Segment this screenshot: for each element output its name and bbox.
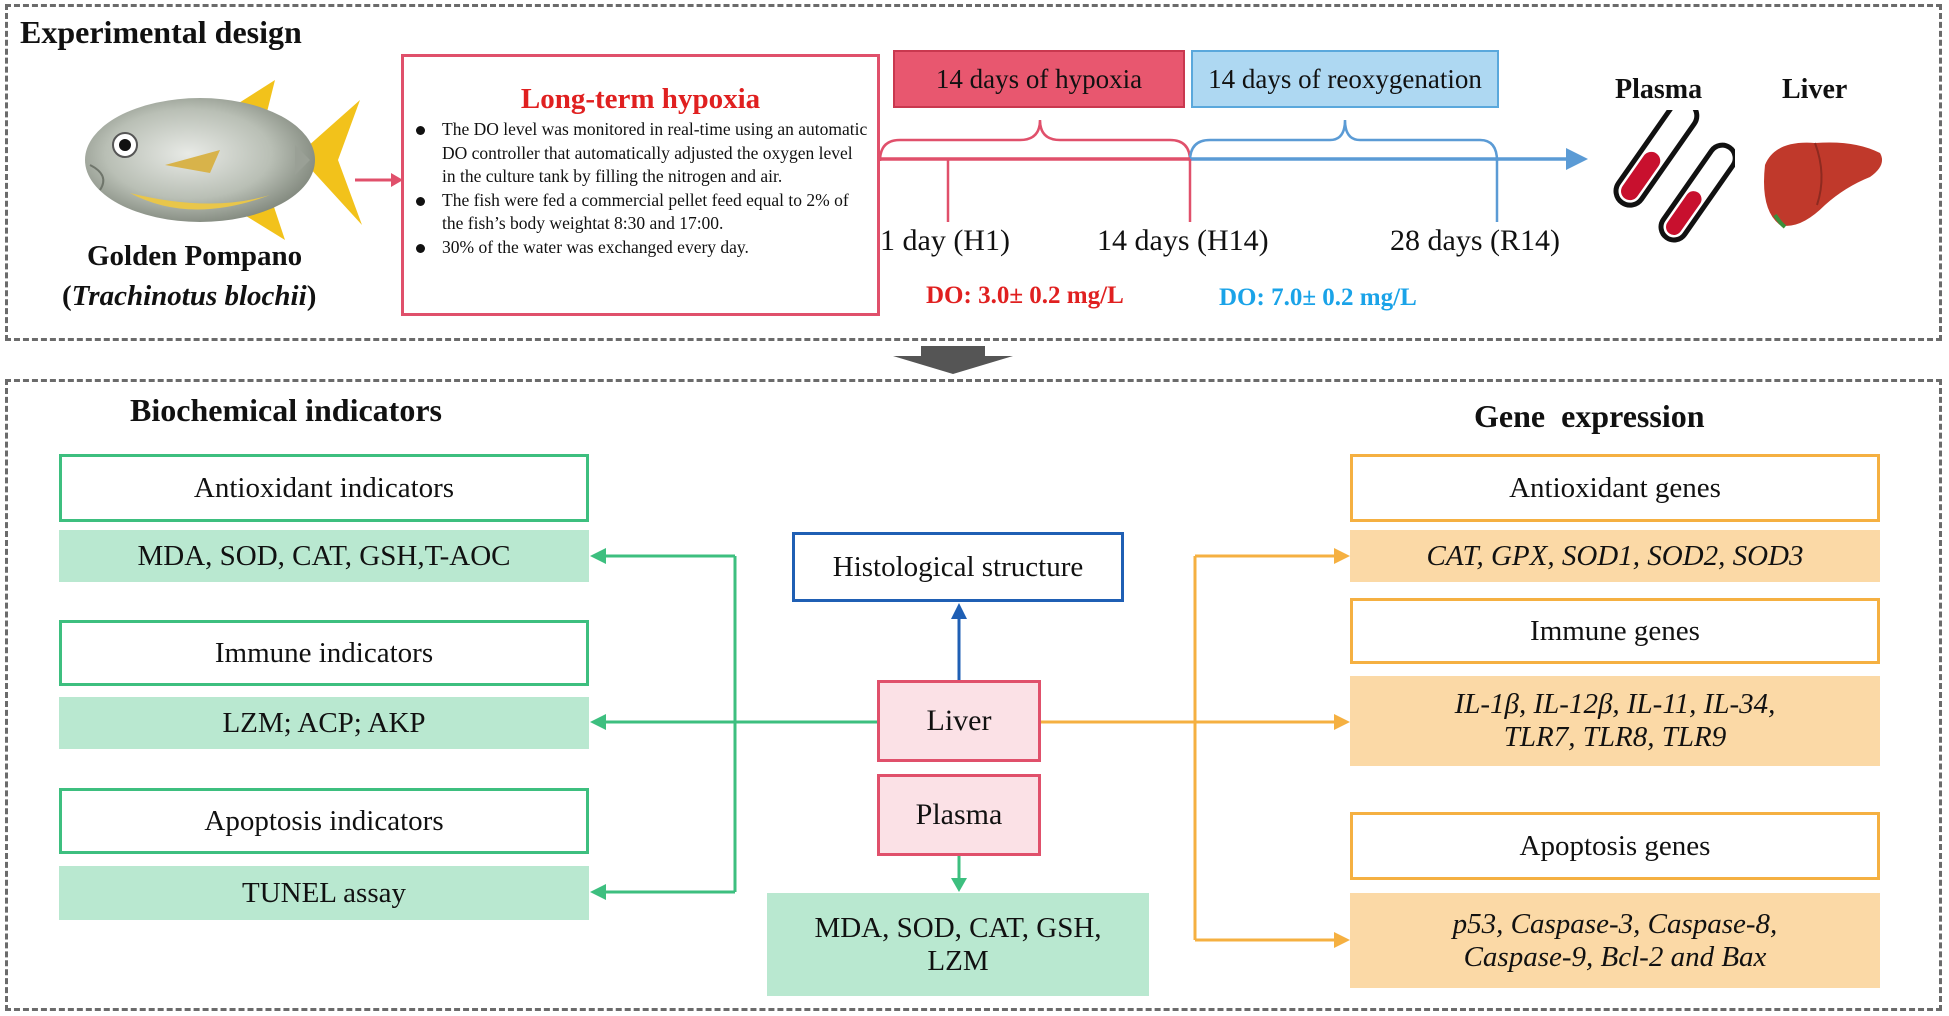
- arrow-to-immune-indicators: [590, 714, 606, 730]
- analysis-panel: [5, 379, 1942, 1011]
- reoxygenation-brace: [1188, 119, 1499, 162]
- arrow-to-apoptosis-genes: [1334, 932, 1350, 948]
- arrow-to-antioxidant-indicators: [590, 548, 606, 564]
- golden-pompano-fish-image: [85, 80, 362, 240]
- liver-icon: [1764, 142, 1883, 229]
- sample-plasma-label: Plasma: [1615, 74, 1703, 105]
- immune-genes-header: Immune genes: [1350, 598, 1880, 664]
- hypoxia-bullet-list: The DO level was monitored in real-time …: [404, 118, 877, 259]
- experimental-design-title: Experimental design: [20, 14, 302, 50]
- immune-indicators-header: Immune indicators: [59, 620, 589, 686]
- plasma-sample-box: Plasma: [877, 774, 1041, 856]
- biochemical-indicators-title: Biochemical indicators: [130, 392, 442, 428]
- hypoxia-bullet-1: The DO level was monitored in real-time …: [416, 118, 869, 189]
- panel-transition-arrow: [893, 346, 1013, 374]
- phase-hypoxia-box: 14 days of hypoxia: [893, 50, 1185, 108]
- test-tubes-icon: [1613, 110, 1735, 243]
- phase-hypoxia-label: 14 days of hypoxia: [935, 63, 1143, 94]
- hypoxia-brace: [878, 119, 1192, 162]
- plasma-indicators-items: MDA, SOD, CAT, GSH, LZM: [767, 893, 1149, 996]
- antioxidant-indicators-items: MDA, SOD, CAT, GSH,T-AOC: [59, 530, 589, 582]
- sample-liver-label: Liver: [1782, 74, 1848, 105]
- timepoint-h1: 1 day (H1): [880, 224, 1010, 257]
- hypoxia-bullet-2: The fish were fed a commercial pellet fe…: [416, 189, 869, 236]
- phase-reoxygenation-label: 14 days of reoxygenation: [1208, 63, 1482, 94]
- arrow-to-immune-genes: [1334, 714, 1350, 730]
- arrow-to-histology: [951, 603, 967, 619]
- immune-genes-line1: IL-1β, IL-12β, IL-11, IL-34,: [1454, 688, 1776, 720]
- timepoint-h14: 14 days (H14): [1097, 224, 1269, 257]
- fish-common-name: Golden Pompano: [87, 240, 303, 272]
- gene-expression-title: Gene expression: [1474, 398, 1705, 434]
- hypoxia-box-title: Long-term hypoxia: [520, 83, 761, 115]
- timepoint-r14: 28 days (R14): [1390, 224, 1560, 257]
- immune-genes-items: IL-1β, IL-12β, IL-11, IL-34, TLR7, TLR8,…: [1350, 676, 1880, 766]
- fish-latin-open: (: [62, 280, 72, 312]
- fish-latin-italic: Trachinotus blochii: [71, 280, 307, 312]
- plasma-items-line2: LZM: [927, 944, 989, 977]
- arrow-to-antioxidant-genes: [1334, 548, 1350, 564]
- phase-reoxygenation-box: 14 days of reoxygenation: [1191, 50, 1499, 108]
- arrow-to-apoptosis-indicators: [590, 884, 606, 900]
- histological-structure-box: Histological structure: [792, 532, 1124, 602]
- timeline-graphic: [878, 119, 1588, 222]
- do-reoxygenation-level: DO: 7.0± 0.2 mg/L: [1219, 284, 1417, 311]
- arrow-to-plasma-items: [951, 878, 967, 892]
- immune-genes-line2: TLR7, TLR8, TLR9: [1503, 721, 1727, 753]
- immune-indicators-items: LZM; ACP; AKP: [59, 697, 589, 749]
- antioxidant-genes-header: Antioxidant genes: [1350, 454, 1880, 522]
- fish-to-hypoxia-arrow: [355, 173, 403, 187]
- hypoxia-bullet-3: 30% of the water was exchanged every day…: [416, 236, 869, 260]
- fish-latin-close: ): [306, 280, 317, 312]
- apoptosis-indicators-items: TUNEL assay: [59, 866, 589, 920]
- apoptosis-genes-header: Apoptosis genes: [1350, 812, 1880, 880]
- apoptosis-genes-line2: Caspase-9, Bcl-2 and Bax: [1463, 940, 1767, 973]
- antioxidant-indicators-header: Antioxidant indicators: [59, 454, 589, 522]
- plasma-items-line1: MDA, SOD, CAT, GSH,: [814, 911, 1102, 944]
- timeline-arrowhead: [1566, 148, 1588, 170]
- apoptosis-indicators-header: Apoptosis indicators: [59, 788, 589, 854]
- antioxidant-genes-items: CAT, GPX, SOD1, SOD2, SOD3: [1350, 530, 1880, 582]
- do-hypoxia-level: DO: 3.0± 0.2 mg/L: [926, 282, 1124, 309]
- long-term-hypoxia-box: Long-term hypoxia The DO level was monit…: [401, 54, 880, 316]
- fish-latin-name: (Trachinotus blochii): [62, 280, 316, 313]
- apoptosis-genes-line1: p53, Caspase-3, Caspase-8,: [1452, 907, 1778, 940]
- experimental-design-panel: [5, 4, 1942, 341]
- apoptosis-genes-items: p53, Caspase-3, Caspase-8, Caspase-9, Bc…: [1350, 893, 1880, 988]
- liver-sample-box: Liver: [877, 680, 1041, 762]
